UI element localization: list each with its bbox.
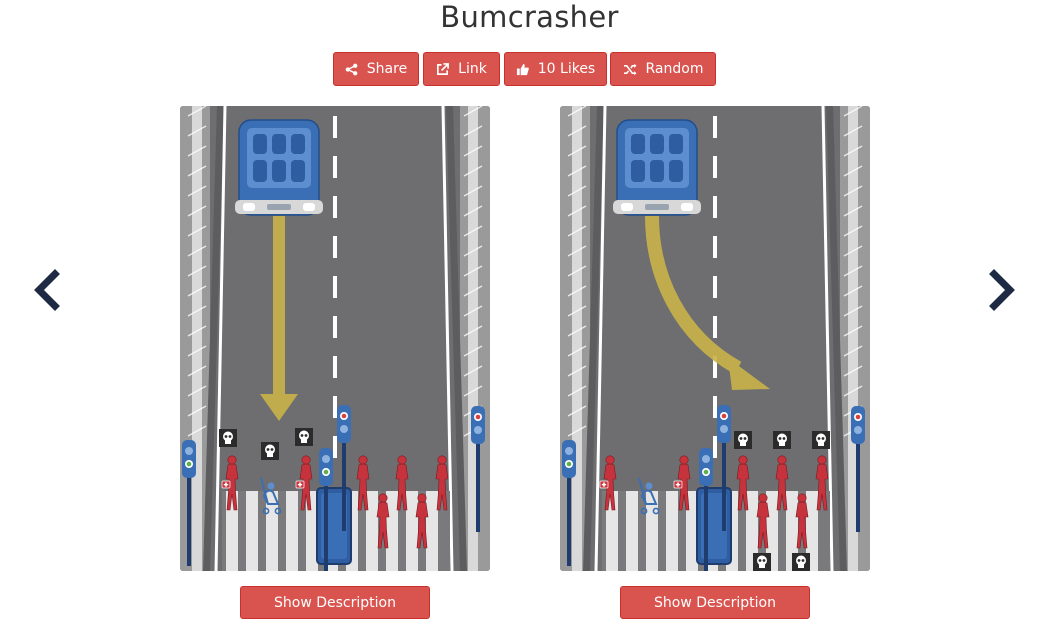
external-link-icon xyxy=(437,62,450,75)
autonomous-car xyxy=(612,119,702,216)
shuffle-icon xyxy=(623,63,637,75)
likes-label: 10 Likes xyxy=(537,61,596,77)
likes-button[interactable]: 10 Likes xyxy=(504,52,607,86)
scenario-1-image[interactable] xyxy=(180,106,490,571)
chevron-right-icon[interactable] xyxy=(985,268,1019,312)
show-description-label: Show Description xyxy=(654,594,776,611)
skull-icon xyxy=(261,442,279,460)
thumbs-up-icon xyxy=(516,63,529,75)
show-description-label: Show Description xyxy=(274,594,396,611)
skull-icon xyxy=(734,431,752,449)
link-label: Link xyxy=(458,61,487,77)
autonomous-car xyxy=(234,119,324,216)
show-description-button-2[interactable]: Show Description xyxy=(620,586,810,619)
page-title: Bumcrasher xyxy=(440,0,619,34)
swerve-arrow xyxy=(645,215,770,390)
share-button[interactable]: Share xyxy=(333,52,419,86)
skull-icon xyxy=(753,553,771,571)
skull-icon xyxy=(295,428,313,446)
straight-arrow xyxy=(260,216,298,421)
random-button[interactable]: Random xyxy=(610,52,716,86)
random-label: Random xyxy=(645,61,704,77)
share-icon xyxy=(345,63,358,75)
skull-icon xyxy=(219,429,237,447)
link-button[interactable]: Link xyxy=(423,52,500,86)
skull-icon xyxy=(792,553,810,571)
show-description-button-1[interactable]: Show Description xyxy=(240,586,430,619)
skull-icon xyxy=(812,431,830,449)
chevron-left-icon[interactable] xyxy=(30,268,64,312)
skull-icon xyxy=(773,431,791,449)
share-label: Share xyxy=(366,61,408,77)
scenario-2-image[interactable] xyxy=(560,106,870,571)
